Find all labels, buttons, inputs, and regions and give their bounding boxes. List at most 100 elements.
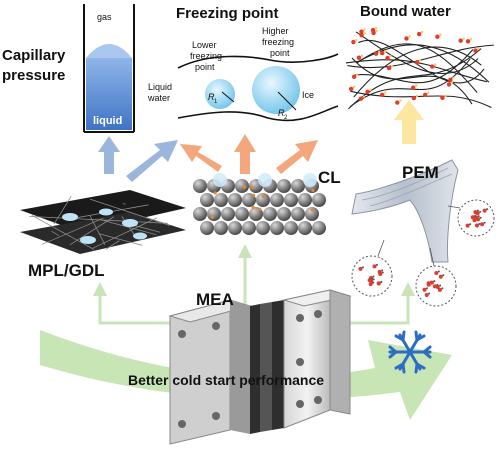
water-oxygen: [376, 281, 381, 286]
water-hydrogen: [476, 209, 479, 212]
water-hydrogen: [374, 26, 378, 30]
water-hydrogen: [381, 271, 384, 274]
lower-label-3: point: [195, 62, 215, 72]
capillary-liquid: [86, 58, 132, 130]
water-oxygen: [380, 50, 385, 56]
catalyst-particle: [200, 193, 214, 207]
mea-stack: [168, 289, 352, 445]
water-hydrogen: [477, 215, 480, 218]
water-droplet: [303, 173, 317, 187]
water-hydrogen: [414, 84, 418, 87]
water-hydrogen: [389, 54, 392, 58]
water-oxygen: [470, 215, 475, 220]
ionomer-dot: [251, 193, 256, 197]
water-oxygen: [358, 96, 364, 101]
water-hydrogen: [483, 221, 486, 224]
water-oxygen: [475, 211, 480, 216]
ionomer-dot: [251, 205, 255, 210]
water-oxygen: [373, 51, 379, 56]
catalyst-particle: [193, 207, 207, 221]
water-hydrogen: [362, 266, 365, 269]
ice-label: Ice: [302, 90, 314, 100]
fiber-line: [99, 219, 157, 236]
blue-arrows: [98, 136, 178, 182]
water-hydrogen: [372, 278, 375, 281]
water-hydrogen: [390, 64, 394, 68]
water-oxygen: [404, 36, 409, 41]
mpl-gdl-label: MPL/GDL: [28, 261, 105, 280]
water-oxygen: [474, 223, 479, 228]
water-hydrogen: [428, 292, 431, 295]
catalyst-particle: [193, 179, 207, 193]
ionomer-dot: [250, 185, 254, 189]
water-hydrogen: [355, 38, 358, 42]
polymer-chain: [347, 44, 494, 69]
catalyst-particle: [270, 193, 284, 207]
water-oxygen: [426, 282, 431, 287]
water-hydrogen: [474, 214, 477, 217]
higher-label-2: freezing: [262, 37, 294, 47]
polymer-chain: [353, 46, 482, 98]
catalyst-particle: [207, 207, 221, 221]
catalyst-layer: [193, 173, 326, 235]
fiber-line: [31, 214, 95, 250]
ionomer-dot: [213, 191, 217, 195]
small-ice-droplet: [205, 79, 235, 109]
water-oxygen: [368, 282, 373, 287]
water-oxygen: [372, 264, 377, 269]
water-droplet: [258, 173, 272, 187]
water-oxygen: [465, 223, 470, 228]
water-hydrogen: [408, 35, 411, 38]
water-hydrogen: [372, 281, 375, 284]
water-oxygen: [437, 287, 442, 292]
ionomer-dot: [210, 215, 214, 219]
water-hydrogen: [462, 37, 465, 40]
water-oxygen: [416, 31, 422, 37]
r2-label: R: [278, 108, 285, 118]
water-hydrogen: [433, 280, 436, 283]
water-hydrogen: [479, 210, 482, 213]
water-hydrogen: [452, 76, 455, 80]
water-hydrogen: [415, 94, 419, 98]
water-oxygen: [458, 38, 463, 43]
water-oxygen: [473, 48, 478, 53]
capillary-panel: Capillary pressure gas liquid: [2, 4, 135, 133]
water-hydrogen: [442, 274, 445, 277]
water-oxygen: [422, 287, 427, 292]
fiber-line: [41, 217, 104, 245]
ionomer-dot: [261, 194, 265, 199]
water-oxygen: [395, 100, 400, 105]
mpl-gdl-layers: [20, 190, 186, 254]
water-oxygen: [359, 29, 364, 34]
liquid-label: liquid: [93, 115, 122, 127]
water-oxygen: [351, 39, 356, 45]
catalyst-particle: [200, 221, 214, 235]
catalyst-particle: [228, 221, 242, 235]
gas-label: gas: [97, 12, 112, 22]
water-hydrogen: [375, 29, 378, 33]
water-hydrogen: [450, 81, 454, 84]
big-green-arrow: [40, 330, 452, 420]
water-oxygen: [422, 92, 428, 97]
water-hydrogen: [439, 284, 442, 287]
water-oxygen: [359, 33, 364, 38]
catalyst-particle: [242, 221, 256, 235]
water-oxygen: [358, 266, 363, 271]
fiber-line: [122, 203, 126, 205]
water-oxygen: [438, 274, 443, 279]
polymer-chain: [351, 57, 473, 105]
water-oxygen: [448, 77, 453, 83]
fiber-line: [92, 217, 158, 249]
water-droplet: [213, 173, 227, 187]
pem-label: PEM: [402, 163, 439, 182]
mea-label: MEA: [196, 290, 234, 309]
catalyst-particle: [298, 193, 312, 207]
bound-water-panel: Bound water: [345, 3, 494, 110]
water-hydrogen: [420, 30, 424, 34]
water-hydrogen: [363, 28, 366, 31]
water-hydrogen: [478, 222, 481, 225]
ionomer-dot: [310, 208, 314, 212]
fiber-line: [53, 195, 72, 225]
lower-label-1: Lower: [192, 40, 217, 50]
catalyst-particle: [291, 179, 305, 193]
